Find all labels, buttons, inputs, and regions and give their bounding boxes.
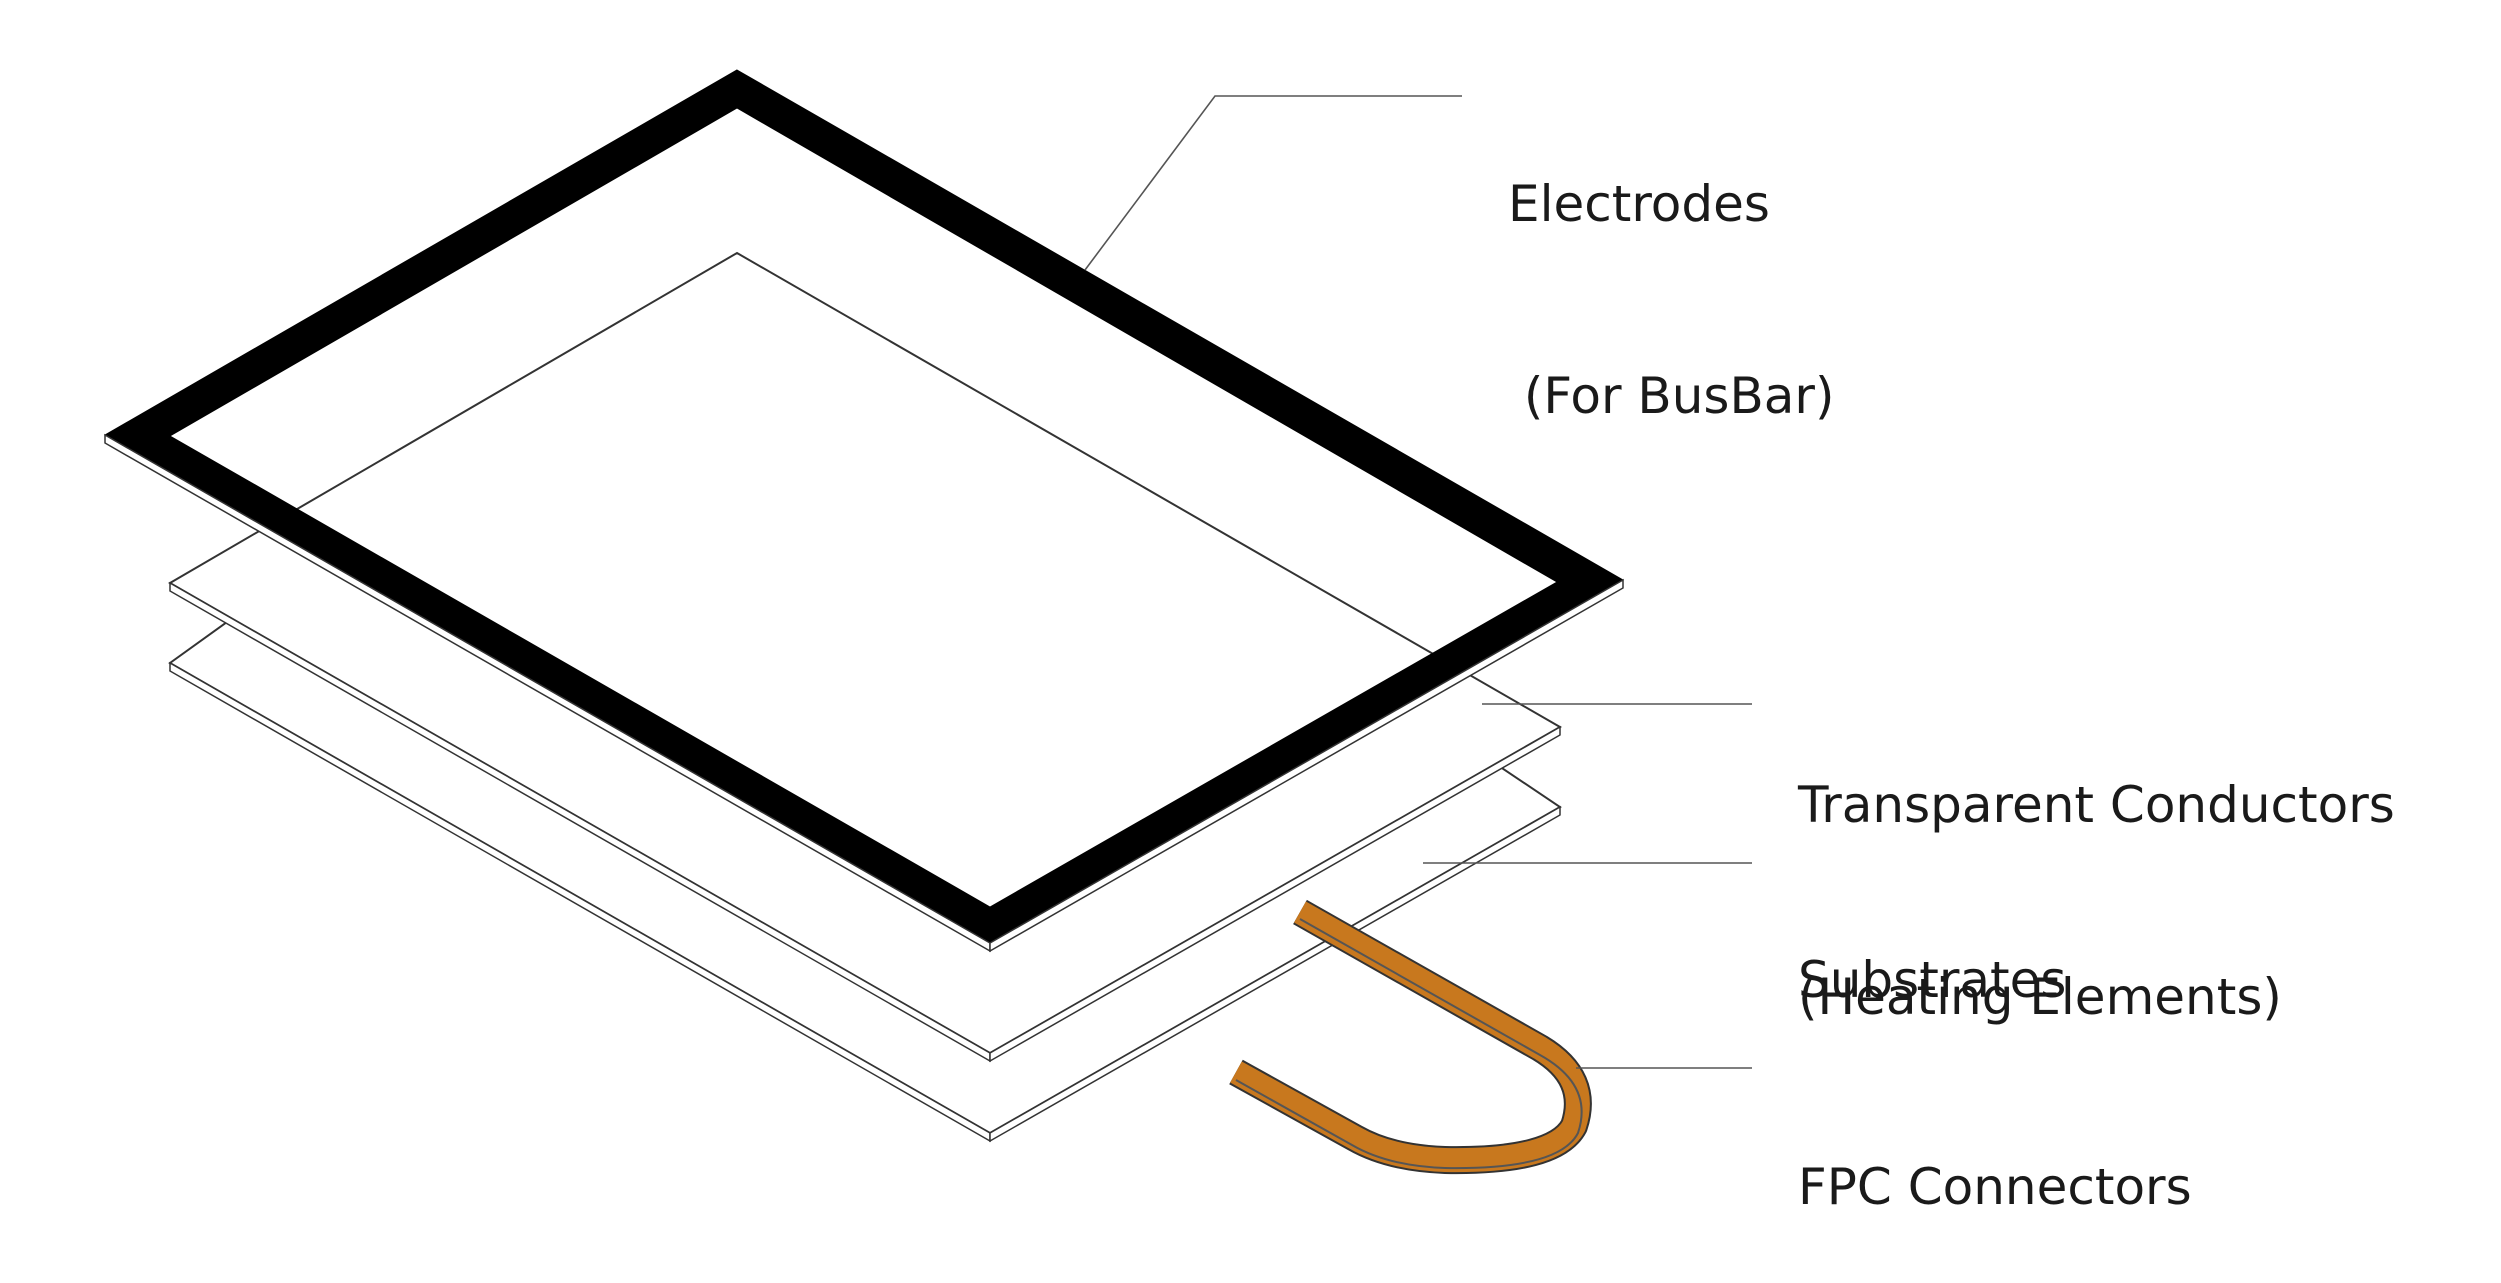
electrodes-label: Electrodes (For BusBar) (1508, 44, 1834, 492)
leader-electrodes (1084, 95, 1462, 271)
transparent-conductors-label: Transparent Conductors (Heating Elements… (1798, 645, 2395, 1093)
conductors-label-line1: Transparent Conductors (1798, 776, 2395, 834)
electrodes-label-line2: (For BusBar) (1508, 367, 1835, 425)
electrode-frame (103, 69, 1625, 953)
fpc-label-line1: FPC Connectors (1798, 1158, 2192, 1216)
substrates-label-line1: Substrates (1798, 951, 2067, 1009)
substrates-label: Substrates (1798, 820, 2066, 1076)
fpc-connector (1229, 899, 1592, 1175)
transparent-conductor-layer (168, 251, 1563, 1063)
electrodes-label-line1: Electrodes (1508, 175, 1770, 233)
leader-lines (1084, 95, 1752, 1069)
fpc-connectors-label: FPC Connectors (1798, 1027, 2192, 1283)
exploded-layer-diagram (103, 69, 1752, 1175)
conductors-label-line2: (Heating Elements) (1798, 968, 2282, 1026)
